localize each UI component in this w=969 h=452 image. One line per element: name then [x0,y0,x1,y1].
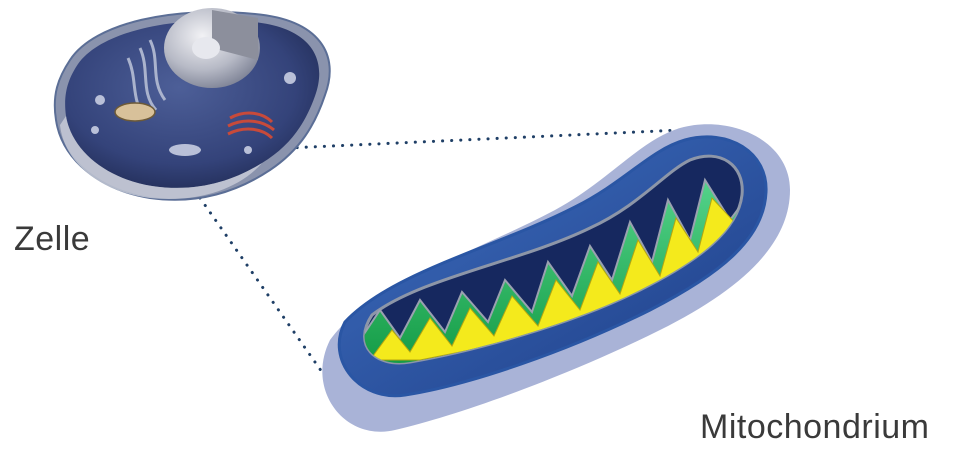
cell-illustration [55,8,330,200]
cell-label: Zelle [14,220,90,259]
mitochondrion-label: Mitochondrium [700,408,929,447]
cell-mitochondrion [115,103,155,121]
mitochondrion-illustration [322,124,790,432]
nucleolus [192,37,220,59]
